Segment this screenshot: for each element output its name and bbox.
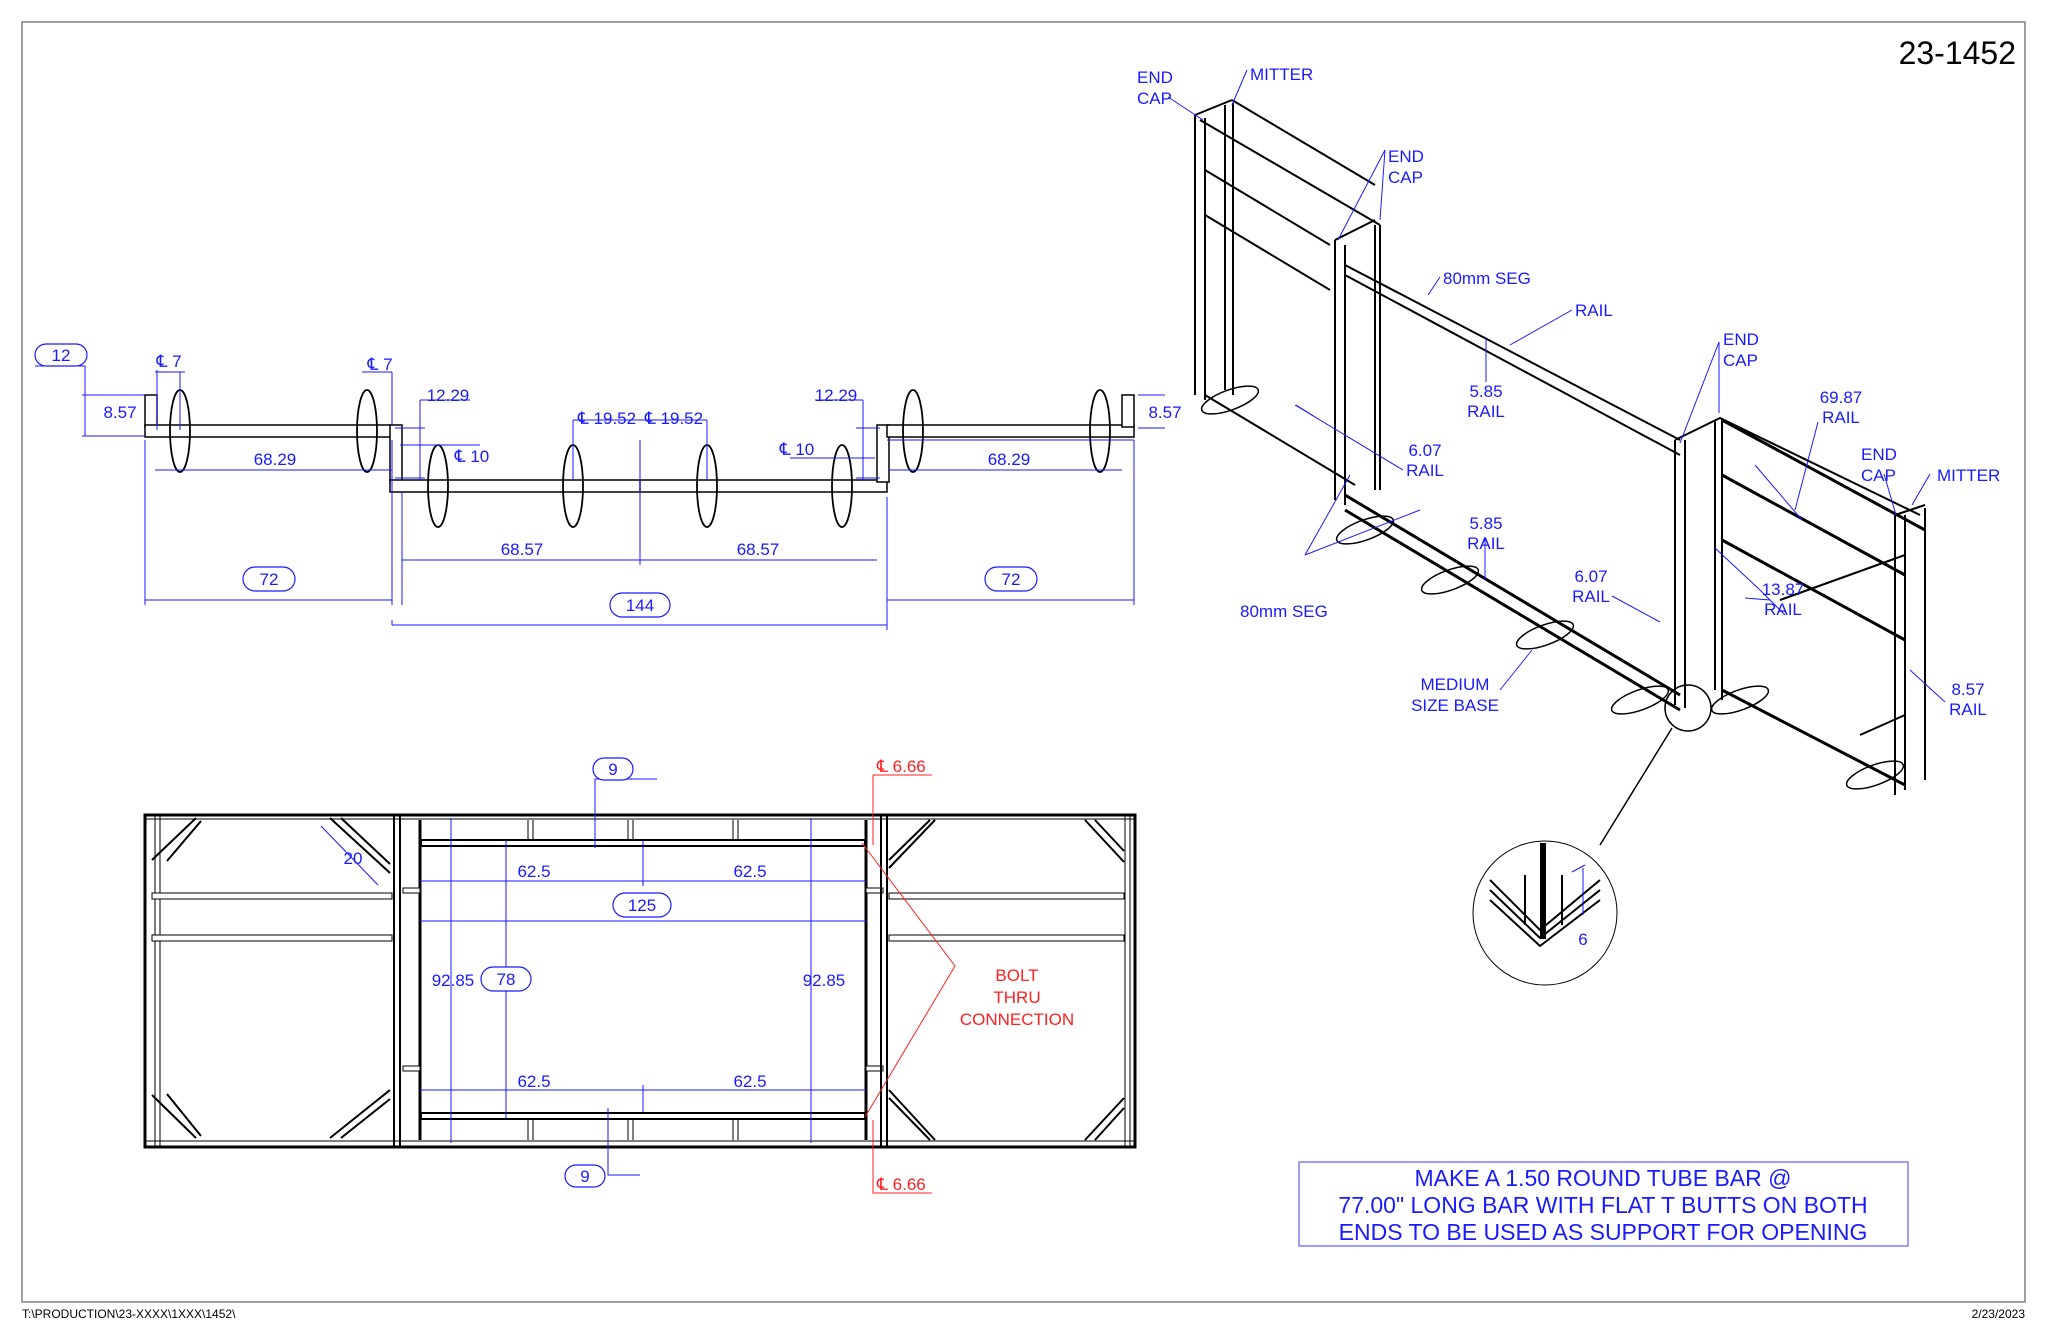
dim-12-29-right: 12.29: [815, 386, 858, 405]
callout-80mm-seg-top: 80mm SEG: [1443, 269, 1531, 288]
dim-62-5-top-left: 62.5: [517, 862, 550, 881]
fabrication-note: MAKE A 1.50 ROUND TUBE BAR @ 77.00" LONG…: [1298, 1161, 1909, 1247]
callout-end-cap-3b: CAP: [1723, 351, 1758, 370]
dim-cl7-right: ℄ 7: [366, 355, 392, 374]
callout-5-85-bot-a: 5.85: [1469, 514, 1502, 533]
iso-frame: [1194, 99, 1926, 795]
bubble-72-left: [242, 566, 296, 592]
bolt-note-line1: BOLT: [995, 966, 1038, 985]
callout-end-cap-4a: END: [1861, 445, 1897, 464]
iso-view: 6 END CAP MITTER END CAP 80mm SEG RAIL 5…: [1137, 65, 2000, 986]
callout-rail-top: RAIL: [1575, 301, 1613, 320]
callout-end-cap-2a: END: [1388, 147, 1424, 166]
dim-9-bottom: 9: [580, 1167, 589, 1186]
iso-bases: [1200, 385, 1905, 846]
dim-68-29-right: 68.29: [988, 450, 1031, 469]
bubble-72-right: [984, 566, 1038, 592]
drawing-number: 23-1452: [1899, 35, 2016, 71]
callout-6-07-left-b: RAIL: [1406, 461, 1444, 480]
dim-92-85-left: 92.85: [432, 971, 475, 990]
dim-cl10-left: ℄ 10: [454, 447, 490, 466]
callout-end-cap-1b: CAP: [1137, 89, 1172, 108]
cl-6-66-top: ℄ 6.66: [876, 757, 926, 776]
dim-62-5-top-right: 62.5: [733, 862, 766, 881]
dim-62-5-bot-right: 62.5: [733, 1072, 766, 1091]
bubble-144: [609, 592, 671, 618]
note-line1: MAKE A 1.50 ROUND TUBE BAR @: [1415, 1165, 1792, 1191]
bubble-125: [612, 892, 672, 918]
plan-view: 12 8.57 ℄ 7 ℄ 7 68.29 12.29 ℄ 19.52 ℄ 19…: [34, 343, 1182, 630]
dim-cl10-right: ℄ 10: [779, 440, 815, 459]
callout-end-cap-3a: END: [1723, 330, 1759, 349]
iso-leader-lines: [1167, 69, 1946, 703]
bubble-78: [480, 966, 532, 992]
callout-6-07-right-a: 6.07: [1574, 567, 1607, 586]
callout-5-85-top-b: RAIL: [1467, 402, 1505, 421]
plan-dimension-lines: [35, 365, 1165, 630]
callout-base-b: SIZE BASE: [1411, 696, 1499, 715]
dim-8-57-right: 8.57: [1148, 403, 1181, 422]
cl-6-66-bottom: ℄ 6.66: [876, 1175, 926, 1194]
callout-end-cap-1a: END: [1137, 68, 1173, 87]
callout-6-07-right-b: RAIL: [1572, 587, 1610, 606]
file-path: T:\PRODUCTION\23-XXXX\1XXX\1452\: [22, 1307, 236, 1321]
callout-13-87-a: 13.87: [1762, 580, 1805, 599]
callout-base-a: MEDIUM: [1421, 675, 1490, 694]
callout-13-87-b: RAIL: [1764, 600, 1802, 619]
bubble-12: [34, 343, 88, 367]
dim-72-left: 72: [260, 570, 279, 589]
detail-dim-6: 6: [1578, 930, 1587, 949]
callout-80mm-seg-bottom: 80mm SEG: [1240, 602, 1328, 621]
dim-12: 12: [52, 346, 71, 365]
dim-68-57-right: 68.57: [737, 540, 780, 559]
dim-8-57-left: 8.57: [103, 403, 136, 422]
dim-9-top: 9: [608, 760, 617, 779]
bolt-leader-lines: [861, 774, 956, 1194]
dim-cl19-right: ℄ 19.52: [644, 409, 703, 428]
dim-125: 125: [628, 896, 656, 915]
callout-69-87-b: RAIL: [1822, 408, 1860, 427]
drawing-date: 2/23/2023: [1972, 1307, 2026, 1321]
callout-5-85-top-a: 5.85: [1469, 382, 1502, 401]
callout-end-cap-4b: CAP: [1861, 466, 1896, 485]
dim-68-29-left: 68.29: [254, 450, 297, 469]
dim-72-right: 72: [1002, 570, 1021, 589]
callout-mitter-1: MITTER: [1250, 65, 1313, 84]
callout-5-85-bot-b: RAIL: [1467, 534, 1505, 553]
dim-68-57-left: 68.57: [501, 540, 544, 559]
callout-mitter-2: MITTER: [1937, 466, 2000, 485]
callout-8-57-a: 8.57: [1951, 680, 1984, 699]
sheet-border: [21, 21, 2026, 1303]
note-line2: 77.00" LONG BAR WITH FLAT T BUTTS ON BOT…: [1338, 1192, 1867, 1218]
dim-78: 78: [497, 970, 516, 989]
dim-62-5-bot-left: 62.5: [517, 1072, 550, 1091]
dim-144: 144: [626, 596, 654, 615]
bolt-note-line2: THRU: [993, 988, 1040, 1007]
dim-92-85-right: 92.85: [803, 971, 846, 990]
bolt-note-line3: CONNECTION: [960, 1010, 1074, 1029]
note-line3: ENDS TO BE USED AS SUPPORT FOR OPENING: [1339, 1219, 1868, 1245]
dim-cl7-left: ℄ 7: [155, 352, 181, 371]
plan-frame: [144, 394, 1135, 493]
detail-circle: [1472, 840, 1618, 986]
bubble-9-top: [592, 757, 634, 781]
callout-69-87-a: 69.87: [1820, 388, 1863, 407]
dim-12-29-left: 12.29: [427, 386, 470, 405]
dim-cl19-left: ℄ 19.52: [577, 409, 636, 428]
elevation-view: 9 20 62.5 62.5 125 92.85 78 92.85 62.5 6…: [143, 757, 1137, 1194]
callout-end-cap-2b: CAP: [1388, 168, 1423, 187]
callout-6-07-left-a: 6.07: [1408, 441, 1441, 460]
dim-20: 20: [344, 849, 363, 868]
bubble-9-bottom: [564, 1164, 606, 1188]
callout-8-57-b: RAIL: [1949, 700, 1987, 719]
elevation-frame: [143, 813, 1137, 1149]
